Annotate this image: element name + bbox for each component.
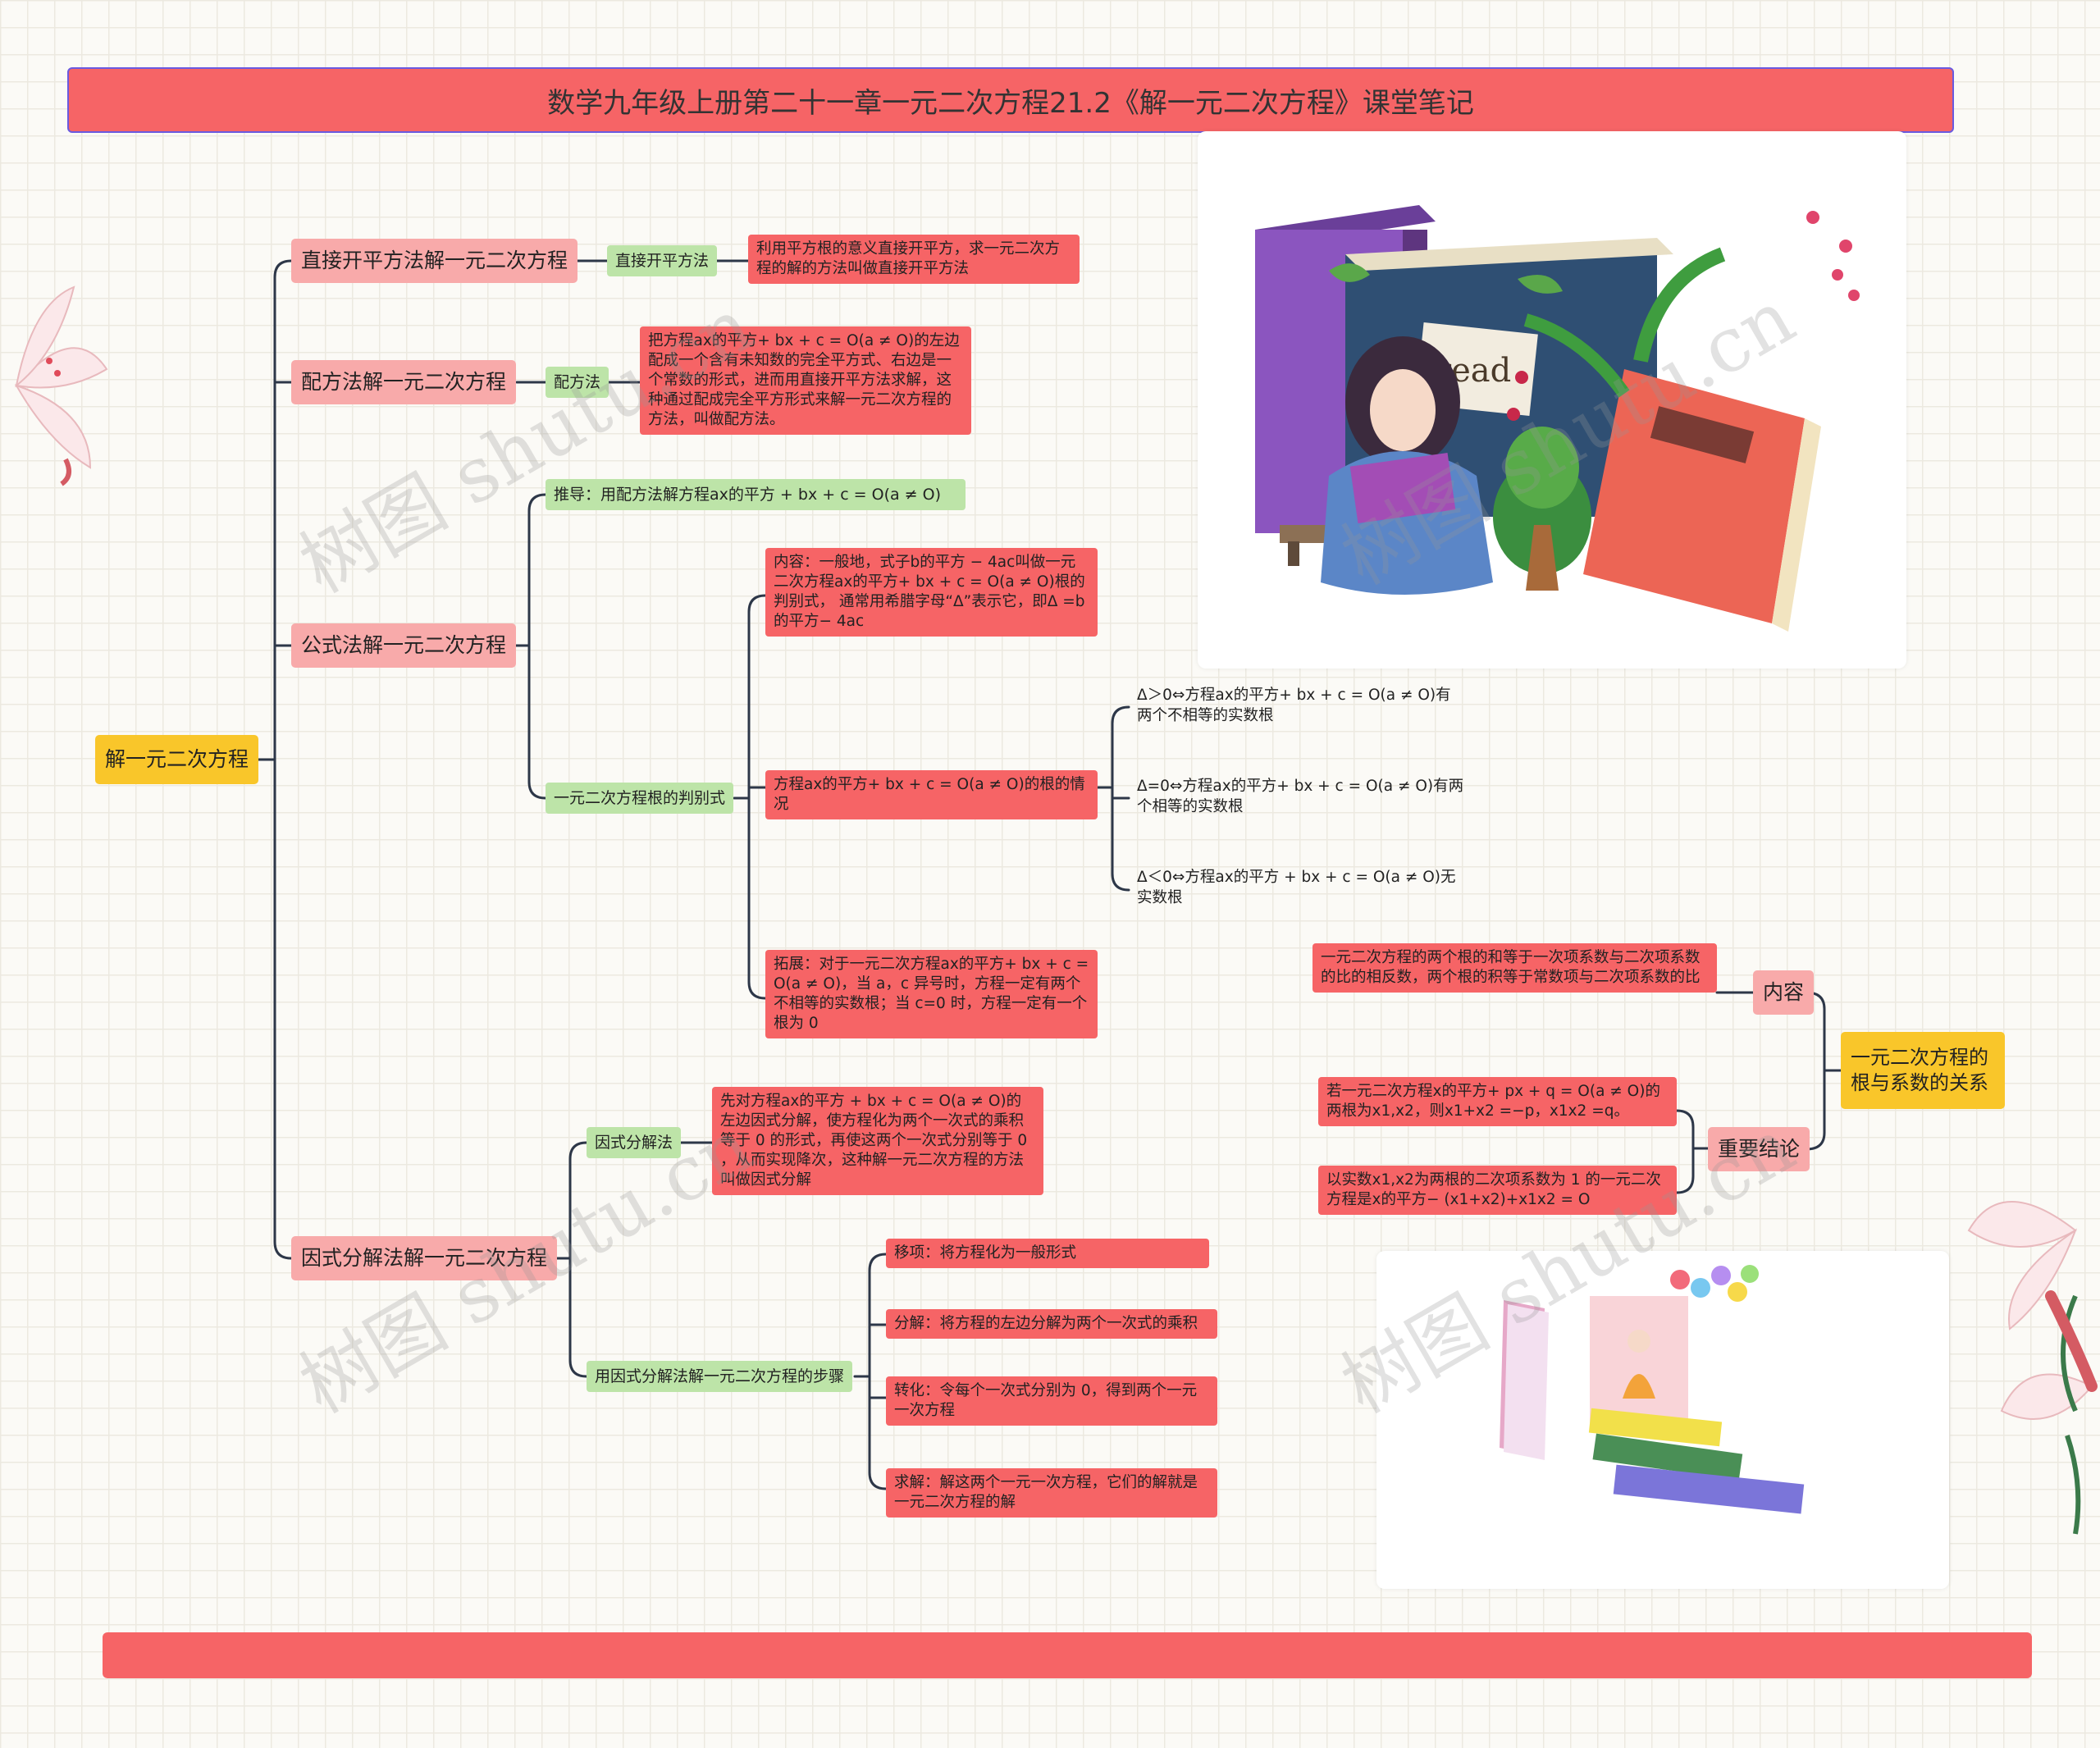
complete-square-desc[interactable]: 把方程ax的平方+ bx + c = O(a ≠ O)的左边配成一个含有未知数的…: [640, 326, 971, 436]
vieta-content-label[interactable]: 内容: [1753, 970, 1815, 1015]
discriminant-node[interactable]: 一元二次方程根的判别式: [546, 783, 734, 814]
case-negative[interactable]: Δ＜0⇔方程ax的平方 + bx + c = O(a ≠ O)无实数根: [1137, 869, 1456, 906]
step-convert[interactable]: 转化：令每个一次式分别为 0，得到两个一元一次方程: [886, 1376, 1217, 1426]
girl-reading-image: read: [1255, 205, 1860, 632]
root-node[interactable]: 解一元二次方程: [95, 735, 259, 784]
discriminant-extend[interactable]: 拓展：对于一元二次方程ax的平方+ bx + c = O(a ≠ O)，当 a，…: [765, 950, 1098, 1039]
footer-bar: [103, 1632, 2032, 1678]
vieta-conclusion-2[interactable]: 以实数x1,x2为两根的二次项系数为 1 的一元二次方程是x的平方− (x1+x…: [1318, 1166, 1677, 1216]
vieta-conclusion-1[interactable]: 若一元二次方程x的平方+ px + q = O(a ≠ O)的两根为x1,x2，…: [1318, 1077, 1677, 1127]
root-situation-node[interactable]: 方程ax的平方+ bx + c = O(a ≠ O)的根的情况: [765, 770, 1098, 820]
page-title: 数学九年级上册第二十一章一元二次方程21.2《解一元二次方程》课堂笔记: [67, 67, 1954, 133]
discriminant-content[interactable]: 内容：一般地，式子b的平方 − 4ac叫做一元二次方程ax的平方+ bx + c…: [765, 548, 1098, 637]
branch-direct[interactable]: 直接开平方法解一元二次方程: [291, 239, 578, 283]
factor-method-node[interactable]: 因式分解法: [587, 1127, 682, 1158]
factor-steps-node[interactable]: 用因式分解法解一元二次方程的步骤: [587, 1361, 853, 1392]
lily-decoration-left-icon: [14, 285, 108, 486]
formula-derive-node[interactable]: 推导：用配方法解方程ax的平方 + bx + c = O(a ≠ O): [546, 479, 966, 510]
branch-factor[interactable]: 因式分解法解一元二次方程: [291, 1236, 558, 1280]
vieta-conclusion-label[interactable]: 重要结论: [1708, 1127, 1810, 1171]
step-factorize[interactable]: 分解：将方程的左边分解为两个一次式的乘积: [886, 1309, 1217, 1340]
step-solve[interactable]: 求解：解这两个一元一次方程，它们的解就是一元二次方程的解: [886, 1468, 1217, 1518]
case-positive[interactable]: Δ＞0⇔方程ax的平方+ bx + c = O(a ≠ O)有两个不相等的实数根: [1137, 687, 1451, 724]
balloon-illustration: [1376, 1251, 1949, 1589]
factor-method-desc[interactable]: 先对方程ax的平方 + bx + c = O(a ≠ O)的左边因式分解，使方程…: [712, 1087, 1043, 1196]
complete-square-node[interactable]: 配方法: [546, 367, 609, 398]
books-illustration: read: [1198, 131, 1906, 669]
direct-method-node[interactable]: 直接开平方法: [607, 245, 718, 276]
lily-decoration-right-icon: [1967, 1201, 2098, 1535]
step-move-terms[interactable]: 移项：将方程化为一般形式: [886, 1239, 1209, 1269]
branch-formula[interactable]: 公式法解一元二次方程: [291, 623, 517, 668]
girl-balloons-image: [1500, 1265, 1805, 1514]
case-zero[interactable]: Δ=0⇔方程ax的平方+ bx + c = O(a ≠ O)有两个相等的实数根: [1137, 778, 1464, 815]
direct-method-desc[interactable]: 利用平方根的意义直接开平方，求一元二次方程的解的方法叫做直接开平方法: [748, 235, 1080, 285]
vieta-content[interactable]: 一元二次方程的两个根的和等于一次项系数与二次项系数的比的相反数，两个根的积等于常…: [1312, 943, 1717, 993]
vieta-root-node[interactable]: 一元二次方程的根与系数的关系: [1841, 1032, 2005, 1109]
branch-complete-square[interactable]: 配方法解一元二次方程: [291, 360, 517, 404]
